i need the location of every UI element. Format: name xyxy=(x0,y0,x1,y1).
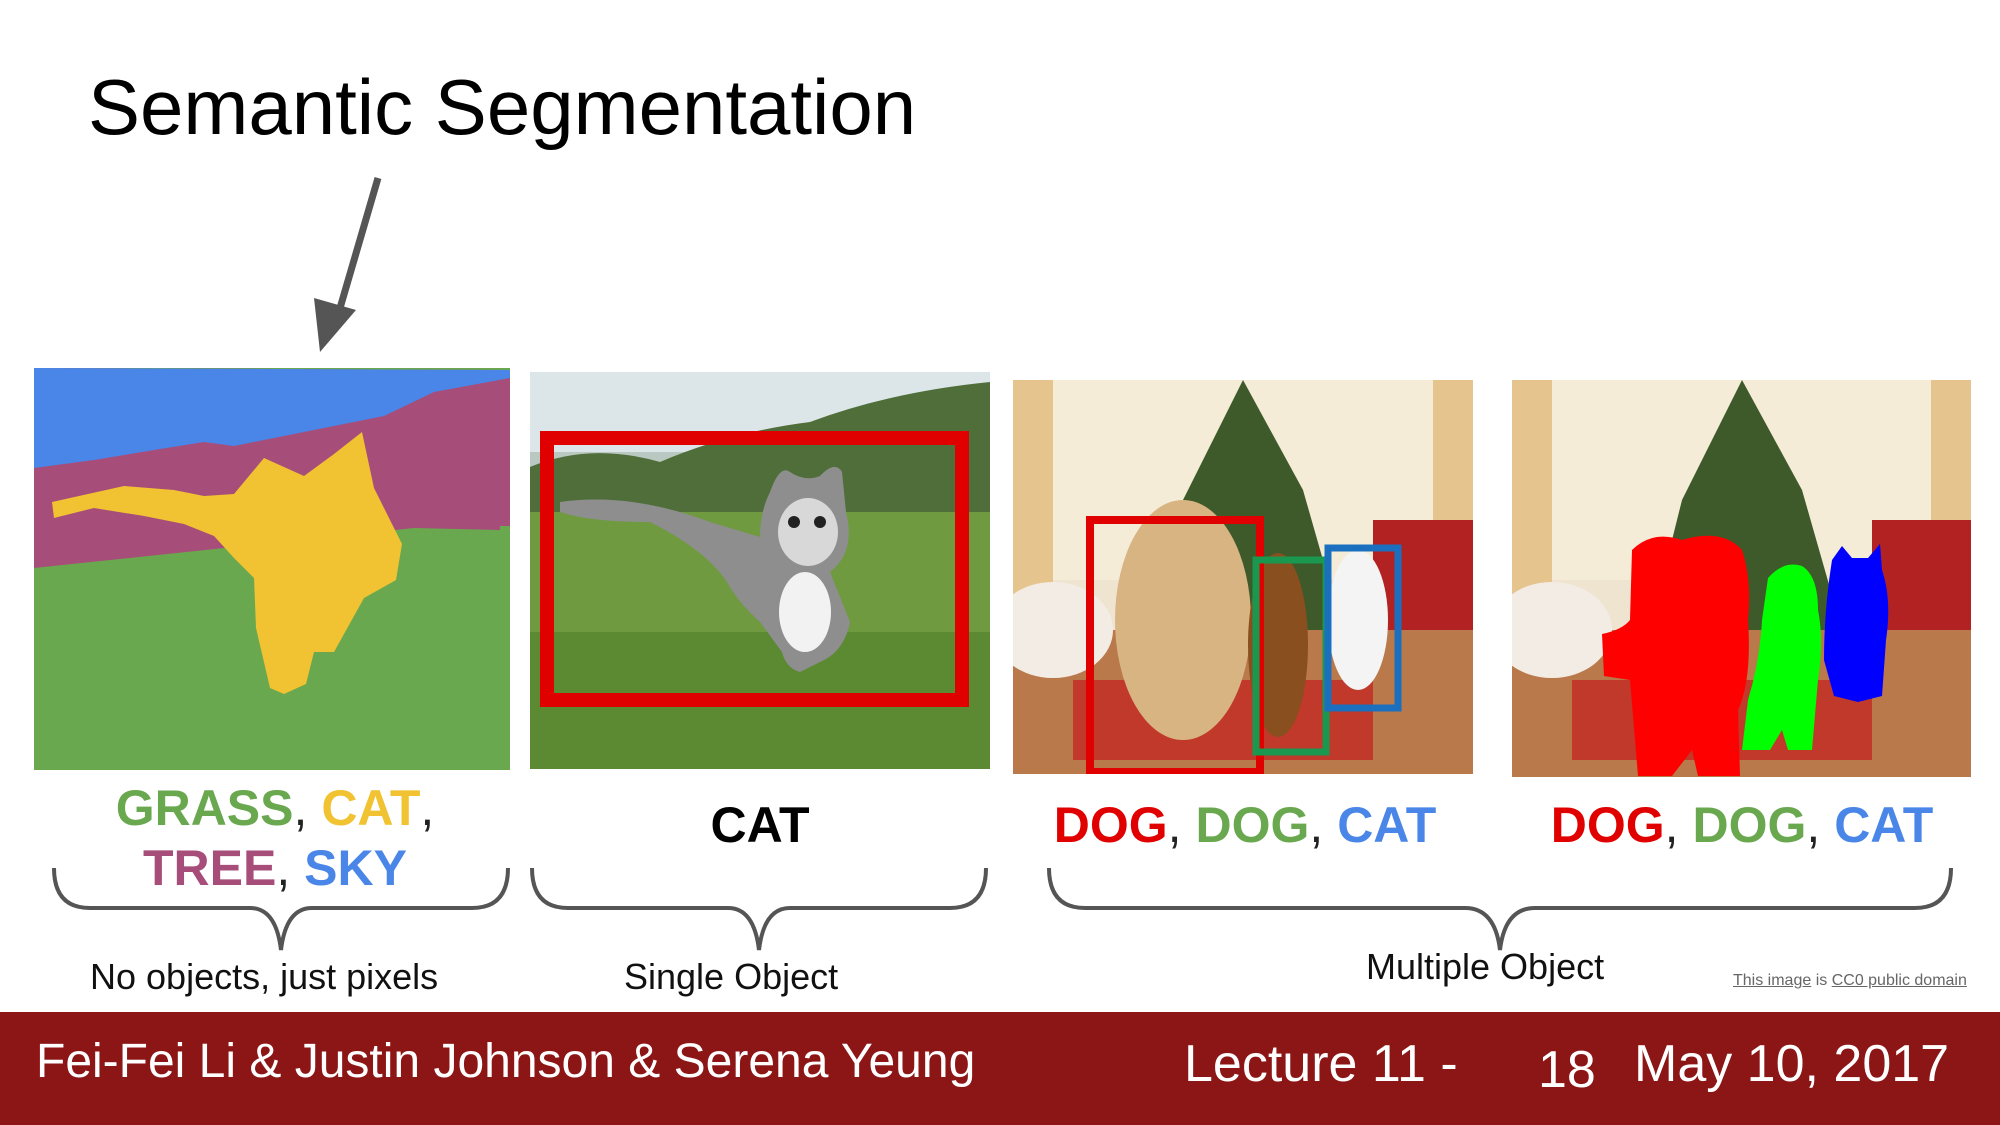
semantic-labels: GRASS, CAT, TREE, SKY xyxy=(55,778,495,898)
segmentation-map xyxy=(34,368,510,770)
label-sep: , xyxy=(1167,797,1182,853)
label-grass: GRASS xyxy=(115,780,294,836)
cat-box xyxy=(1324,544,1402,712)
credit-text: is xyxy=(1811,972,1832,989)
footer-bar xyxy=(0,1012,2000,1125)
label-sep: , xyxy=(293,780,308,836)
caption-semantic: No objects, just pixels xyxy=(90,956,439,997)
caption-single: Single Object xyxy=(624,956,839,997)
label-dog: DOG xyxy=(1053,797,1168,853)
pointer-arrow xyxy=(314,177,382,352)
label-sep: , xyxy=(1664,797,1679,853)
classification-label: CAT xyxy=(710,797,810,853)
footer-authors: Fei-Fei Li & Justin Johnson & Serena Yeu… xyxy=(36,1035,976,1088)
cat-mask-instance xyxy=(1824,544,1889,702)
label-cat: CAT xyxy=(1337,797,1437,853)
caption-multiple: Multiple Object xyxy=(1366,946,1605,987)
dog-box-1 xyxy=(1086,516,1264,774)
dog-mask-1 xyxy=(1602,535,1750,776)
detection-boxes xyxy=(1086,516,1402,774)
image-credit: This image is CC0 public domain xyxy=(1733,972,1967,990)
brace-single xyxy=(530,867,988,951)
credit-link-license[interactable]: CC0 public domain xyxy=(1831,972,1967,989)
credit-link-image[interactable]: This image xyxy=(1733,972,1812,989)
footer-date: May 10, 2017 xyxy=(1634,1035,1950,1093)
brace-semantic xyxy=(52,867,510,951)
instance-labels: DOG, DOG, CAT xyxy=(1512,795,1972,855)
instance-image xyxy=(1512,380,1971,777)
label-sep: , xyxy=(276,840,291,896)
dog-mask-2 xyxy=(1742,564,1821,750)
classification-bounding-box xyxy=(540,431,969,707)
footer-lecture: Lecture 11 - xyxy=(1184,1035,1458,1093)
slide-title: Semantic Segmentation xyxy=(88,63,917,151)
cat-mask xyxy=(52,432,402,694)
label-dog: DOG xyxy=(1195,797,1310,853)
label-dog: DOG xyxy=(1692,797,1807,853)
footer-page-number: 18 xyxy=(1538,1041,1596,1099)
label-sky: SKY xyxy=(304,840,407,896)
dog-box-2 xyxy=(1252,556,1330,756)
label-sep: , xyxy=(1806,797,1821,853)
label-dog: DOG xyxy=(1550,797,1665,853)
label-sep: , xyxy=(1309,797,1324,853)
detection-labels: DOG, DOG, CAT xyxy=(1010,795,1480,855)
label-cat: CAT xyxy=(321,780,421,836)
label-cat: CAT xyxy=(1834,797,1934,853)
brace-multiple xyxy=(1047,867,1953,951)
label-tree: TREE xyxy=(143,840,277,896)
label-sep: , xyxy=(420,780,435,836)
